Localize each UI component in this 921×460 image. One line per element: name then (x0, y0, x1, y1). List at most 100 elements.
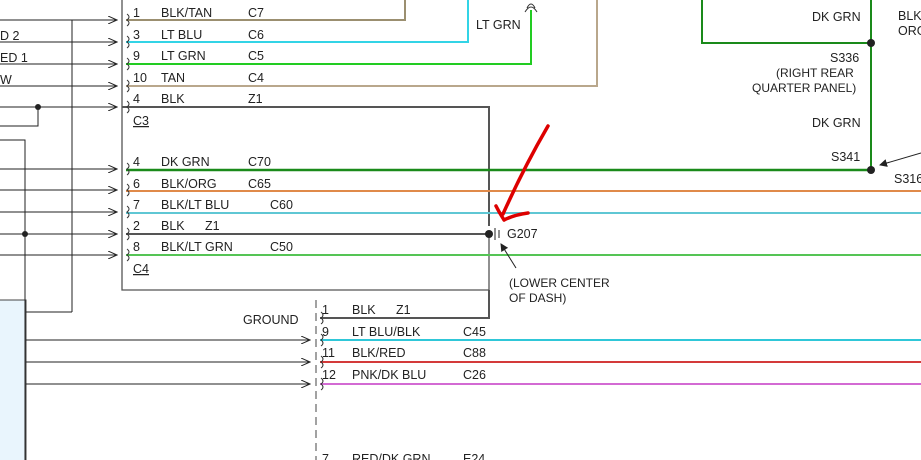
connector-id-c4: C4 (133, 262, 149, 276)
lt-grn-label: LT GRN (476, 18, 521, 32)
splice-s336 (867, 39, 875, 47)
c3-pin-row: 9 LT GRN C5 (133, 49, 264, 63)
g207-leader (500, 243, 517, 269)
svg-text:C5: C5 (248, 49, 264, 63)
left-label: ED 1 (0, 51, 28, 65)
svg-text:4: 4 (133, 92, 140, 106)
ground-point-g207 (485, 230, 493, 238)
c3-pin-row: 3 LT BLU C6 (133, 28, 264, 42)
connector-symbol (524, 3, 538, 13)
svg-text:Z1: Z1 (205, 219, 220, 233)
svg-text:BLK: BLK (161, 92, 185, 106)
svg-text:BLK/LT BLU: BLK/LT BLU (161, 198, 229, 212)
connector-frame (121, 0, 490, 291)
svg-text:C70: C70 (248, 155, 271, 169)
dk-grn-label-mid: DK GRN (812, 116, 861, 130)
svg-text:C88: C88 (463, 346, 486, 360)
svg-text:11: 11 (322, 346, 335, 360)
left-wires (0, 20, 310, 460)
svg-text:C7: C7 (248, 6, 264, 20)
s336-location: (RIGHT REAR (776, 66, 854, 80)
svg-text:C6: C6 (248, 28, 264, 42)
splice-s341 (867, 166, 875, 174)
svg-text:4: 4 (133, 155, 140, 169)
svg-text:8: 8 (133, 240, 140, 254)
svg-text:9: 9 (322, 325, 329, 339)
splice-dot (35, 104, 41, 110)
svg-text:C26: C26 (463, 368, 486, 382)
wire-blk (320, 290, 490, 319)
blk-label-right: BLK (898, 9, 921, 23)
svg-text:C60: C60 (270, 198, 293, 212)
svg-text:3: 3 (133, 28, 140, 42)
s316-label: S316 (894, 172, 921, 186)
svg-text:BLK/ORG: BLK/ORG (161, 177, 217, 191)
svg-text:LT BLU: LT BLU (161, 28, 202, 42)
svg-text:1: 1 (133, 6, 140, 20)
svg-text:TAN: TAN (161, 71, 185, 85)
s336-location: QUARTER PANEL) (752, 81, 856, 95)
svg-text:BLK: BLK (352, 303, 376, 317)
svg-text:Z1: Z1 (396, 303, 411, 317)
wire-dk-grn (701, 0, 871, 44)
svg-text:BLK/LT GRN: BLK/LT GRN (161, 240, 233, 254)
svg-text:C65: C65 (248, 177, 271, 191)
c3-pin-row: 1 BLK/TAN C7 (133, 6, 264, 20)
svg-text:BLK/RED: BLK/RED (352, 346, 406, 360)
g207-label: G207 (507, 227, 538, 241)
svg-text:PNK/DK BLU: PNK/DK BLU (352, 368, 426, 382)
svg-text:C50: C50 (270, 240, 293, 254)
lower-pin-row: 1 BLK Z1 (322, 303, 411, 317)
svg-text:2: 2 (133, 219, 140, 233)
annotation-arrow (494, 124, 550, 222)
s316-leader (879, 152, 921, 167)
c3-pin-row: 10 TAN C4 (133, 71, 264, 85)
connector-id-c3: C3 (133, 114, 149, 128)
c4-pin-row: 4 DK GRN C70 (133, 155, 271, 169)
left-label: W (0, 73, 12, 87)
svg-text:BLK: BLK (161, 219, 185, 233)
svg-text:7: 7 (322, 452, 329, 460)
c4-pin-row: 8 BLK/LT GRN C50 (133, 240, 293, 254)
lower-pin-row: 9 LT BLU/BLK C45 (322, 325, 486, 339)
g207-location: OF DASH) (509, 291, 566, 305)
dk-grn-label-top: DK GRN (812, 10, 861, 24)
svg-text:BLK/TAN: BLK/TAN (161, 6, 212, 20)
svg-text:7: 7 (133, 198, 140, 212)
connector-brackets (126, 13, 130, 262)
left-label: D 2 (0, 29, 20, 43)
svg-text:C4: C4 (248, 71, 264, 85)
s336-label: S336 (830, 51, 859, 65)
connector-frame (122, 106, 490, 226)
svg-text:10: 10 (133, 71, 147, 85)
module-box (0, 299, 27, 460)
svg-text:Z1: Z1 (248, 92, 263, 106)
org-label-right: ORG (898, 24, 921, 38)
splice-dot (22, 231, 28, 237)
svg-text:C45: C45 (463, 325, 486, 339)
c3-pin-row: 4 BLK Z1 (133, 92, 263, 106)
svg-text:12: 12 (322, 368, 336, 382)
lower-brackets (320, 311, 324, 391)
lower-pin-row: 7 RED/DK GRN E24 (322, 452, 485, 460)
svg-text:E24: E24 (463, 452, 485, 460)
c4-pin-row: 6 BLK/ORG C65 (133, 177, 271, 191)
svg-text:DK GRN: DK GRN (161, 155, 210, 169)
c4-pin-row: 7 BLK/LT BLU C60 (133, 198, 293, 212)
svg-text:LT BLU/BLK: LT BLU/BLK (352, 325, 421, 339)
s341-label: S341 (831, 150, 860, 164)
svg-text:RED/DK GRN: RED/DK GRN (352, 452, 430, 460)
wire-lt-grn (126, 10, 532, 65)
lower-pin-row: 12 PNK/DK BLU C26 (322, 368, 486, 382)
wire-blk-tan (126, 0, 406, 21)
ground-symbol (494, 228, 500, 240)
wire-tan (126, 0, 598, 87)
ground-label: GROUND (243, 313, 299, 327)
svg-text:LT GRN: LT GRN (161, 49, 206, 63)
c4-pin-row: 2 BLK Z1 (133, 219, 220, 233)
svg-text:6: 6 (133, 177, 140, 191)
svg-text:1: 1 (322, 303, 329, 317)
wire-lt-blu (126, 0, 469, 43)
